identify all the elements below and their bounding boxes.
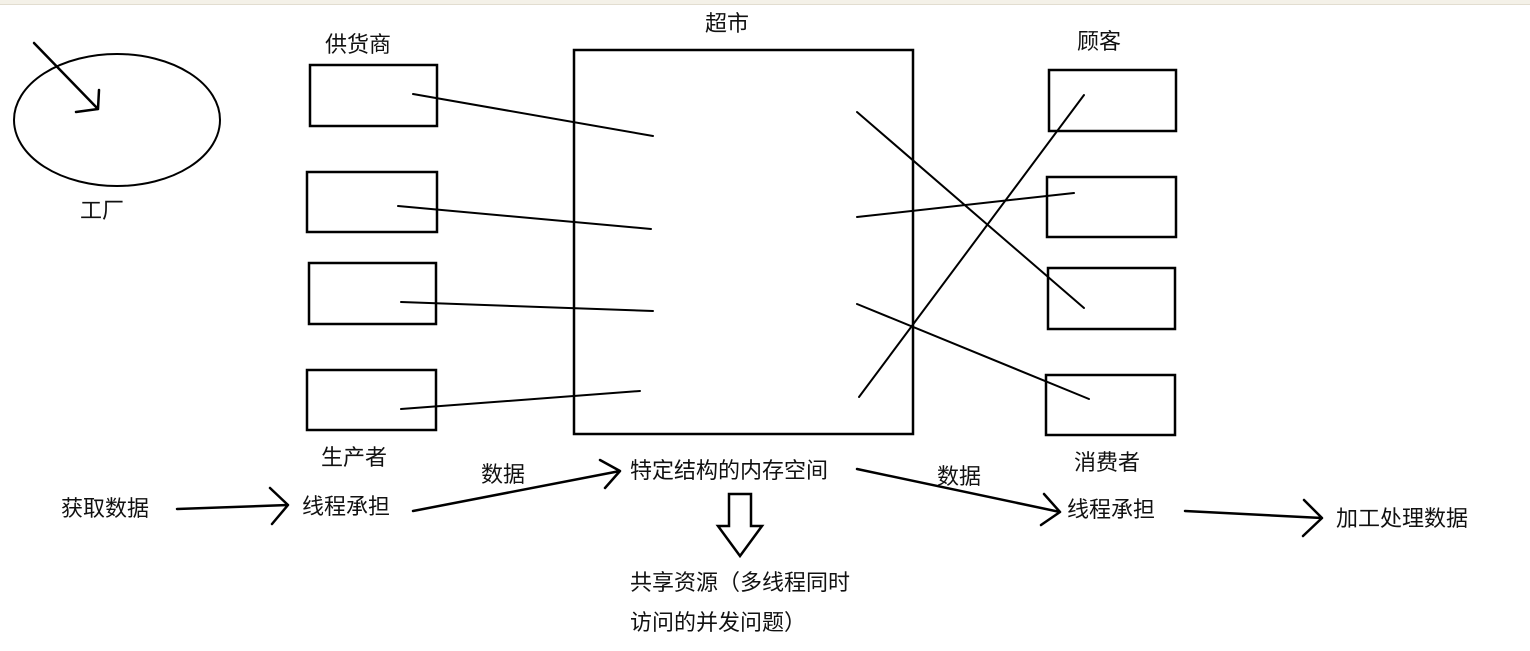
- thread-left-label: 线程承担: [302, 495, 390, 520]
- consumer-line-2: [856, 192, 1075, 218]
- consumer-box-1: [1047, 68, 1178, 133]
- consumer-box-4: [1044, 373, 1177, 437]
- data-right-label: 数据: [937, 465, 981, 490]
- producer-line-2: [397, 205, 652, 230]
- memory-space-label: 特定结构的内存空间: [630, 459, 828, 484]
- window-top-edge: [0, 0, 1530, 5]
- flow-arrow-3: [855, 467, 1062, 527]
- supplier-label: 供货商: [325, 33, 391, 58]
- supermarket-label: 超市: [705, 12, 749, 37]
- producer-box-4: [305, 368, 438, 432]
- thread-right-label: 线程承担: [1067, 498, 1155, 523]
- shared-resource-line-1: 共享资源（多线程同时: [630, 571, 850, 596]
- supermarket-box: [572, 48, 915, 436]
- flow-arrow-2: [411, 458, 622, 513]
- producer-box-2: [305, 170, 439, 234]
- consumer-box-2: [1045, 175, 1178, 239]
- data-left-label: 数据: [481, 463, 525, 488]
- shared-resource-down-arrow: [715, 492, 765, 559]
- consumer-line-1: [856, 111, 1085, 309]
- flow-arrow-4: [1183, 498, 1324, 538]
- producer-line-4: [400, 390, 641, 410]
- consumer-box-3: [1046, 266, 1177, 331]
- consumer-label: 消费者: [1074, 451, 1140, 476]
- producer-label: 生产者: [321, 446, 387, 471]
- producer-box-3: [307, 261, 438, 326]
- factory-arrow: [32, 41, 101, 114]
- factory-label: 工厂: [80, 199, 124, 224]
- flow-arrow-1: [175, 486, 290, 526]
- customer-label: 顾客: [1077, 30, 1121, 55]
- consumer-line-4: [858, 94, 1085, 398]
- process-data-label: 加工处理数据: [1336, 507, 1468, 532]
- get-data-label: 获取数据: [61, 497, 149, 522]
- producer-line-3: [400, 301, 654, 312]
- producer-line-1: [412, 93, 654, 137]
- consumer-line-3: [856, 303, 1090, 400]
- shared-resource-line-2: 访问的并发问题）: [630, 611, 806, 636]
- factory-ellipse: [13, 53, 221, 187]
